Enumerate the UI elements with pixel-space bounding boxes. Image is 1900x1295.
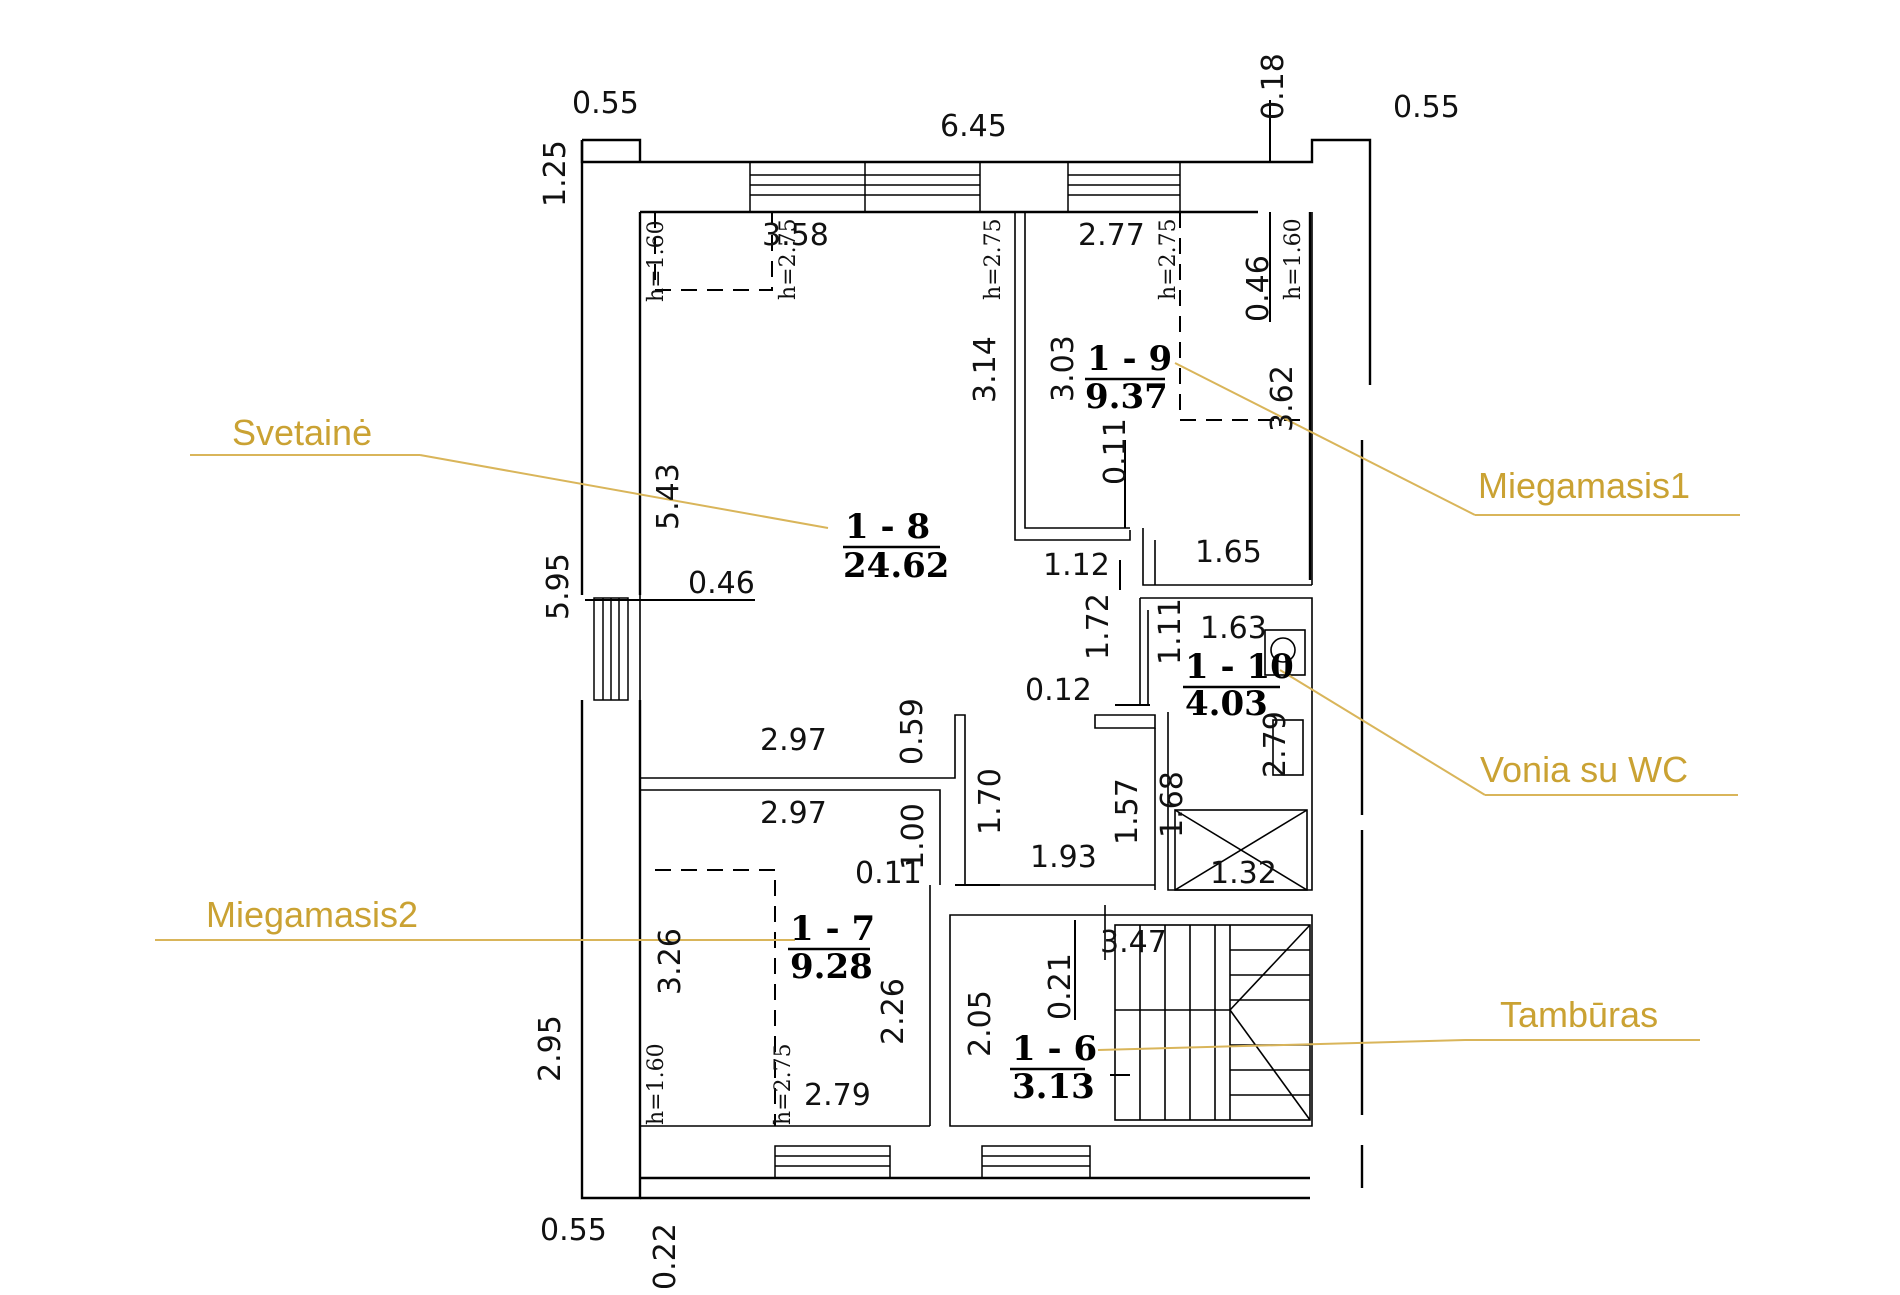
label-miegamasis2: Miegamasis2	[206, 894, 418, 935]
dimension-labels: 0.55 6.45 0.55 3.58 2.77 0.46 1.12 1.65 …	[533, 53, 1460, 1290]
windows	[593, 161, 1181, 1179]
dim-303: 3.03	[1046, 335, 1081, 402]
window-top-right	[1067, 161, 1181, 213]
dim-645: 6.45	[940, 109, 1007, 144]
dim-021: 0.21	[1043, 953, 1078, 1020]
height-labels: h=1.60 h=2.75 h=2.75 h=2.75 h=1.60 h=1.6…	[644, 218, 1306, 1125]
window-left	[593, 597, 629, 701]
dim-112: 1.12	[1043, 548, 1110, 583]
height-275-d: h=2.75	[771, 1043, 796, 1125]
dim-543: 5.43	[651, 463, 686, 530]
dim-163: 1.63	[1200, 611, 1267, 646]
room-8-id: 1 - 8	[845, 507, 930, 547]
room-label-miegamasis2: Miegamasis2	[206, 894, 418, 935]
room-label-vonia: Vonia su WC	[1480, 749, 1688, 790]
label-miegamasis1: Miegamasis1	[1478, 465, 1690, 506]
height-160-c: h=1.60	[644, 1043, 669, 1125]
room-10-id: 1 - 10	[1185, 647, 1294, 687]
height-275-a: h=2.75	[776, 218, 801, 300]
dim-100: 1.00	[896, 803, 931, 870]
dim-046-r: 0.46	[1241, 255, 1276, 322]
dim-125: 1.25	[538, 140, 573, 207]
label-svetaine: Svetainė	[232, 412, 372, 453]
room-8-area: 24.62	[843, 546, 949, 586]
room-9: 1 - 9 9.37	[1085, 339, 1172, 417]
window-bottom-right	[981, 1145, 1091, 1179]
room-7-id: 1 - 7	[790, 909, 875, 949]
dim-297-a: 2.97	[760, 723, 827, 758]
dim-055-tr: 0.55	[1393, 90, 1460, 125]
dim-046-l: 0.46	[688, 566, 755, 601]
dim-022: 0.22	[648, 1223, 683, 1290]
dim-347: 3.47	[1100, 925, 1167, 960]
dim-226: 2.26	[876, 978, 911, 1045]
dim-314: 3.14	[968, 336, 1003, 403]
dim-165: 1.65	[1195, 535, 1262, 570]
dim-011-b: 0.11	[855, 856, 922, 891]
dim-172: 1.72	[1081, 593, 1116, 660]
dim-295: 2.95	[533, 1015, 568, 1082]
dim-157: 1.57	[1110, 778, 1145, 845]
room-7-area: 9.28	[790, 947, 873, 987]
room-9-id: 1 - 9	[1087, 339, 1172, 379]
height-160-b: h=1.60	[1281, 218, 1306, 300]
leader-lines	[155, 362, 1740, 1051]
height-275-b: h=2.75	[981, 218, 1006, 300]
dim-055-tl: 0.55	[572, 86, 639, 121]
dim-277: 2.77	[1078, 218, 1145, 253]
height-275-c: h=2.75	[1156, 218, 1181, 300]
room-8: 1 - 8 24.62	[843, 507, 949, 586]
dim-362: 3.62	[1265, 365, 1300, 432]
room-6-area: 3.13	[1012, 1067, 1095, 1107]
height-160-a: h=1.60	[644, 220, 669, 302]
stairs	[1114, 924, 1311, 1121]
dim-168: 1.68	[1155, 771, 1190, 838]
dim-205: 2.05	[963, 990, 998, 1057]
room-9-area: 9.37	[1085, 377, 1168, 417]
dim-193: 1.93	[1030, 840, 1097, 875]
dim-170: 1.70	[973, 768, 1008, 835]
room-6-id: 1 - 6	[1012, 1029, 1097, 1069]
dim-055-bl: 0.55	[540, 1213, 607, 1248]
dim-279-b: 2.79	[804, 1078, 871, 1113]
dim-326: 3.26	[653, 928, 688, 995]
dim-279-a: 2.79	[1258, 711, 1293, 778]
dim-018: 0.18	[1256, 53, 1291, 120]
room-label-tamburas: Tambūras	[1500, 994, 1658, 1035]
room-10-area: 4.03	[1185, 684, 1268, 724]
window-bottom-left	[774, 1145, 891, 1179]
label-tamburas: Tambūras	[1500, 994, 1658, 1035]
window-top-left	[749, 161, 981, 213]
room-label-miegamasis1: Miegamasis1	[1478, 465, 1690, 506]
dim-059: 0.59	[895, 698, 930, 765]
room-10: 1 - 10 4.03	[1183, 647, 1294, 724]
dim-111: 1.11	[1153, 598, 1188, 665]
dim-012: 0.12	[1025, 673, 1092, 708]
dimension-arrows	[585, 100, 1271, 1076]
dim-011-a: 0.11	[1098, 418, 1133, 485]
room-6: 1 - 6 3.13	[1010, 1029, 1097, 1107]
room-label-svetaine: Svetainė	[232, 412, 372, 453]
dim-297-b: 2.97	[760, 796, 827, 831]
dashed-lines	[654, 211, 1305, 1126]
dim-358: 3.58	[762, 218, 829, 253]
dim-595: 5.95	[541, 553, 576, 620]
room-7: 1 - 7 9.28	[788, 909, 875, 987]
label-vonia: Vonia su WC	[1480, 749, 1688, 790]
bath-fixtures	[1174, 629, 1308, 891]
dim-132: 1.32	[1210, 856, 1277, 891]
